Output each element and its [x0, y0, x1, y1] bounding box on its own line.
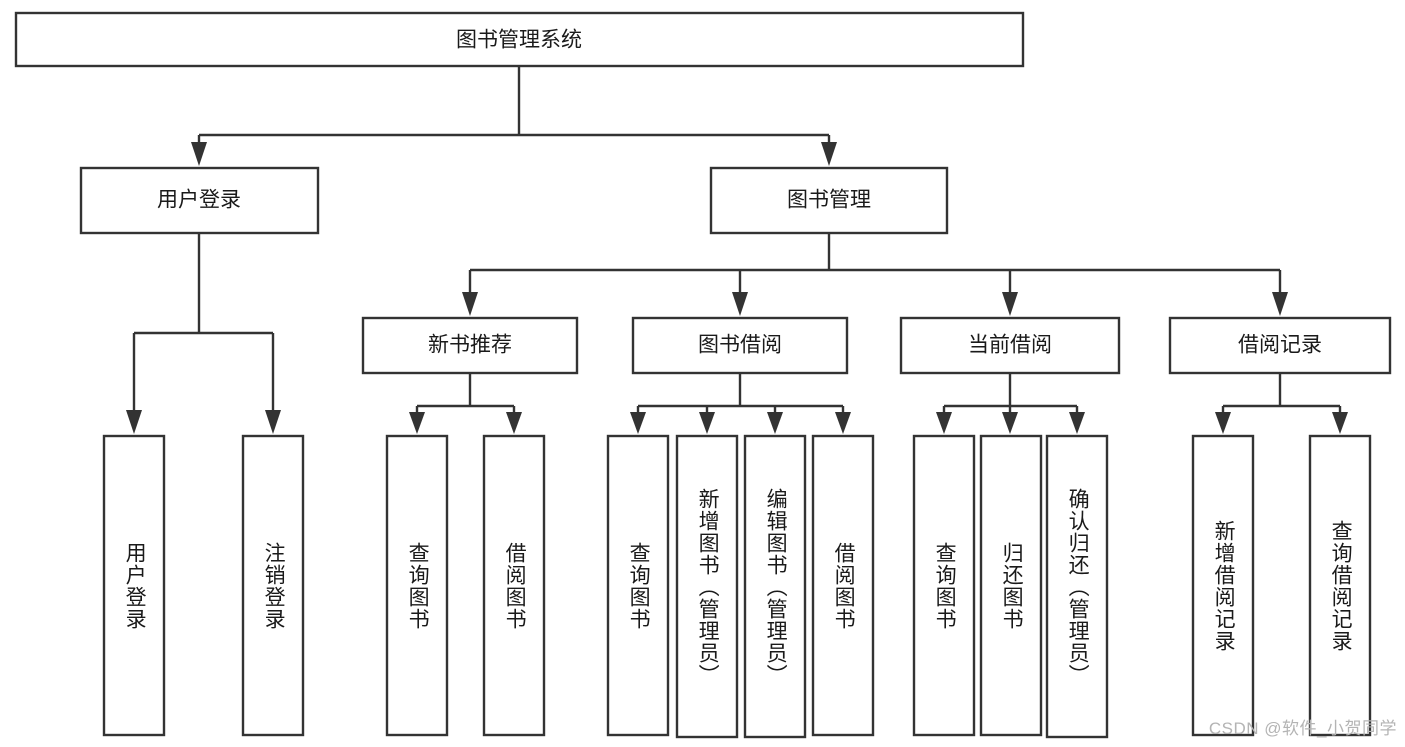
arrow-to-leaf-4: [506, 412, 522, 434]
node-leaf-13-box[interactable]: [1308, 434, 1372, 737]
arrow-to-leaf-6: [699, 412, 715, 434]
arrow-to-leaf-8: [835, 412, 851, 434]
node-leaf-5-box[interactable]: [606, 434, 670, 737]
node-current-borrow-box[interactable]: [899, 316, 1121, 375]
arrow-to-leaf-1: [126, 410, 142, 434]
node-root-label: 图书管理系统: [456, 29, 582, 52]
node-leaf-11-box[interactable]: [1045, 434, 1109, 739]
node-borrow-record-label: 借阅记录: [1238, 334, 1322, 357]
node-leaf-8-box[interactable]: [811, 434, 875, 737]
node-book-manage-box[interactable]: [709, 166, 949, 235]
node-leaf-10-box[interactable]: [979, 434, 1043, 737]
node-leaf-9-box[interactable]: [912, 434, 976, 737]
arrow-to-leaf-7: [767, 412, 783, 434]
node-new-book-rec-box[interactable]: [361, 316, 579, 375]
node-leaf-4-box[interactable]: [482, 434, 546, 737]
node-book-borrow-label: 图书借阅: [698, 334, 782, 357]
arrow-to-new-book-rec: [462, 292, 478, 316]
arrow-to-book-manage: [821, 142, 837, 166]
arrow-to-leaf-9: [936, 412, 952, 434]
arrow-to-leaf-10: [1002, 412, 1018, 434]
node-user-login-label: 用户登录: [157, 189, 241, 212]
arrow-to-leaf-3: [409, 412, 425, 434]
csdn-watermark: CSDN @软件_小贺同学: [1208, 719, 1397, 738]
arrow-to-book-borrow: [732, 292, 748, 316]
node-book-manage-label: 图书管理: [787, 189, 871, 212]
node-new-book-rec-label: 新书推荐: [428, 334, 512, 357]
node-leaf-3-box[interactable]: [385, 434, 449, 737]
arrow-to-leaf-11: [1069, 412, 1085, 434]
arrow-to-leaf-13: [1332, 412, 1348, 434]
node-leaf-1-box[interactable]: [102, 434, 166, 737]
arrow-to-leaf-2: [265, 410, 281, 434]
arrow-to-leaf-5: [630, 412, 646, 434]
node-leaf-6-box[interactable]: [675, 434, 739, 739]
node-leaf-12-box[interactable]: [1191, 434, 1255, 737]
arrow-to-leaf-12: [1215, 412, 1231, 434]
node-book-borrow-box[interactable]: [631, 316, 849, 375]
node-current-borrow-label: 当前借阅: [968, 334, 1052, 357]
node-leaf-7-box[interactable]: [743, 434, 807, 739]
arrow-to-current-borrow: [1002, 292, 1018, 316]
node-borrow-record-box[interactable]: [1168, 316, 1392, 375]
node-leaf-2-box[interactable]: [241, 434, 305, 737]
arrow-to-user-login: [191, 142, 207, 166]
node-root-box[interactable]: [14, 11, 1025, 68]
arrow-to-borrow-record: [1272, 292, 1288, 316]
